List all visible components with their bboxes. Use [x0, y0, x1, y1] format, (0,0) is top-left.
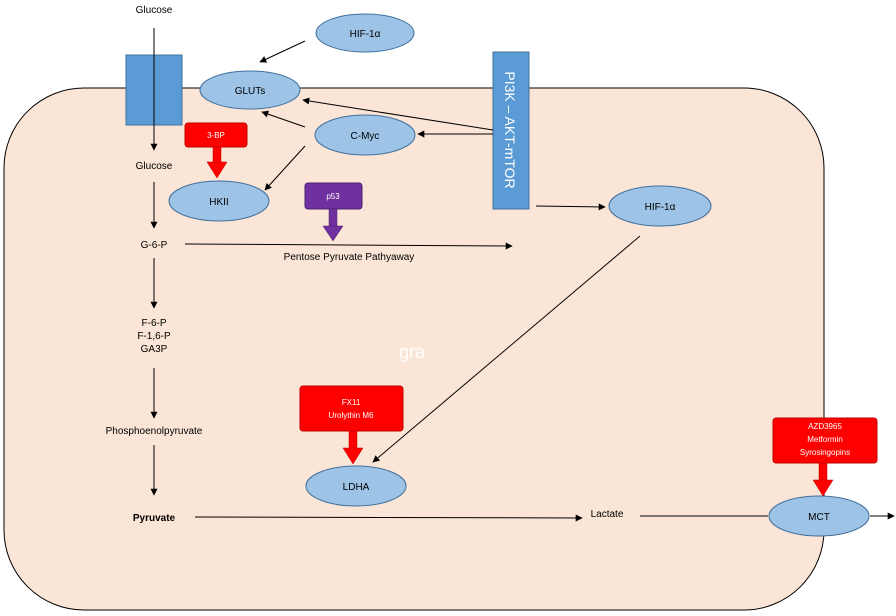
node-cmyc: C-Myc: [314, 114, 416, 156]
svg-text:HIF-1α: HIF-1α: [645, 202, 676, 213]
label-glucose-in: Glucose: [136, 161, 173, 172]
node-hif1a-right: HIF-1α: [608, 185, 712, 227]
label-pyruvate: Pyruvate: [133, 513, 176, 524]
pi3k-akt-mtor-bar: [492, 51, 530, 210]
label-g6p: G-6-P: [141, 240, 168, 251]
svg-text:Urolythin M6: Urolythin M6: [329, 411, 374, 420]
label-glucose-out: Glucose: [136, 5, 173, 16]
label-ga3p: GA3P: [141, 344, 168, 355]
svg-text:C-Myc: C-Myc: [351, 131, 380, 142]
label-lactate: Lactate: [591, 509, 624, 520]
svg-text:FX11: FX11: [342, 398, 361, 407]
node-mct: MCT: [768, 495, 870, 537]
svg-text:GLUTs: GLUTs: [235, 86, 266, 97]
arrow-cmyc-gluts: [261, 110, 306, 128]
node-ldha: LDHA: [305, 465, 407, 507]
svg-text:AZD3965: AZD3965: [808, 422, 842, 431]
arrow-hif1a-ldha: [372, 235, 641, 463]
arrow-pi3k-hif1a: [535, 203, 606, 211]
arrow-pi3k-gluts: [302, 97, 494, 131]
watermark-text: gra: [399, 342, 426, 362]
svg-text:MCT: MCT: [808, 512, 830, 523]
node-hif1a-top: HIF-1α: [315, 13, 415, 53]
label-f6p: F-6-P: [142, 318, 167, 329]
svg-text:HIF-1α: HIF-1α: [350, 29, 381, 40]
inhibitor-fx11: FX11 Urolythin M6: [299, 385, 404, 465]
svg-text:Syrosingopins: Syrosingopins: [800, 448, 850, 457]
inhibitor-azd3965: AZD3965 Metformin Syrosingopins: [772, 417, 878, 497]
node-gluts: GLUTs: [199, 70, 301, 110]
label-pep: Phosphoenolpyruvate: [106, 426, 203, 437]
svg-text:HKII: HKII: [209, 197, 228, 208]
arrow-cmyc-hkii: [264, 145, 306, 191]
pi3k-akt-mtor-label: PI3K – AKT-mTOR: [502, 71, 518, 188]
arrow-g6p-ppp: [184, 242, 513, 250]
label-ppp: Pentose Pyruvate Pathyaway: [284, 252, 415, 263]
label-f16p: F-1,6-P: [137, 331, 171, 342]
svg-text:Metformin: Metformin: [807, 435, 843, 444]
svg-text:p53: p53: [326, 192, 340, 201]
inhibitor-3bp: 3-BP: [184, 122, 248, 179]
arrow-hif1a-gluts: [259, 40, 306, 63]
arrow-pyruvate-lactate: [194, 514, 583, 522]
node-hkii: HKII: [168, 180, 270, 222]
inhibitor-p53: p53: [304, 182, 363, 242]
svg-text:3-BP: 3-BP: [207, 131, 225, 140]
svg-text:LDHA: LDHA: [343, 482, 370, 493]
